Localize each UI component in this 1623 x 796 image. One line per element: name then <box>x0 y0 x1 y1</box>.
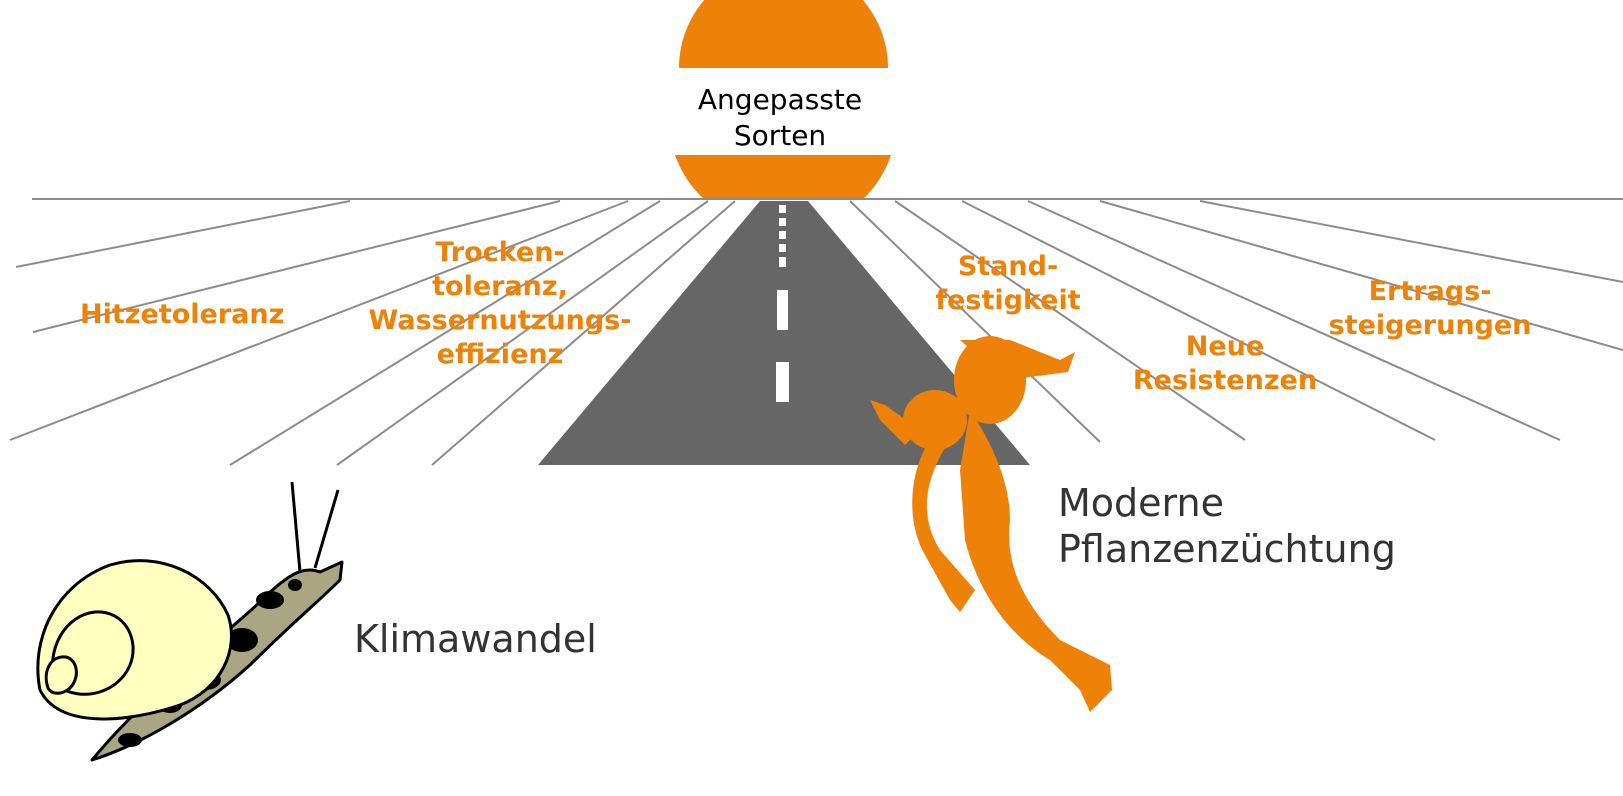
goal-label-line1: Angepasste <box>697 83 863 116</box>
trait-stand-line1: Stand- <box>957 251 1059 282</box>
caption-pflanzen-line2: Pflanzenzüchtung <box>1058 527 1396 571</box>
goal-label-line2: Sorten <box>733 119 827 152</box>
trait-resistenzen-line1: Neue <box>1185 331 1265 362</box>
trait-ertrag-line1: Ertrags- <box>1368 276 1492 307</box>
trait-stand-line2: festigkeit <box>935 285 1081 316</box>
trait-trocken-line2: toleranz, <box>432 271 568 302</box>
trait-resistenzen-line2: Resistenzen <box>1132 365 1318 396</box>
trait-trockentoleranz: Trocken- toleranz, Wassernutzungs- effiz… <box>340 236 660 372</box>
trait-ertragssteigerungen: Ertrags- steigerungen <box>1310 275 1550 343</box>
goal-label: Angepasste Sorten <box>680 82 880 154</box>
sun-rays <box>9 200 1623 466</box>
trait-trocken-line3: Wassernutzungs- <box>368 305 632 336</box>
caption-pflanzenzuechtung: Moderne Pflanzenzüchtung <box>1058 480 1396 572</box>
runner-icon <box>870 336 1112 712</box>
trait-resistenzen: Neue Resistenzen <box>1115 330 1335 398</box>
caption-klimawandel: Klimawandel <box>354 617 597 661</box>
road-center-line <box>776 205 789 402</box>
trait-hitzetoleranz: Hitzetoleranz <box>80 299 285 330</box>
snail-icon <box>36 481 344 762</box>
trait-standfestigkeit: Stand- festigkeit <box>908 250 1108 318</box>
trait-trocken-line1: Trocken- <box>435 237 565 268</box>
trait-trocken-line4: effizienz <box>436 339 564 370</box>
goal-sun <box>675 0 891 200</box>
road <box>538 201 1030 465</box>
trait-ertrag-line2: steigerungen <box>1328 310 1532 341</box>
caption-pflanzen-line1: Moderne <box>1058 481 1224 525</box>
